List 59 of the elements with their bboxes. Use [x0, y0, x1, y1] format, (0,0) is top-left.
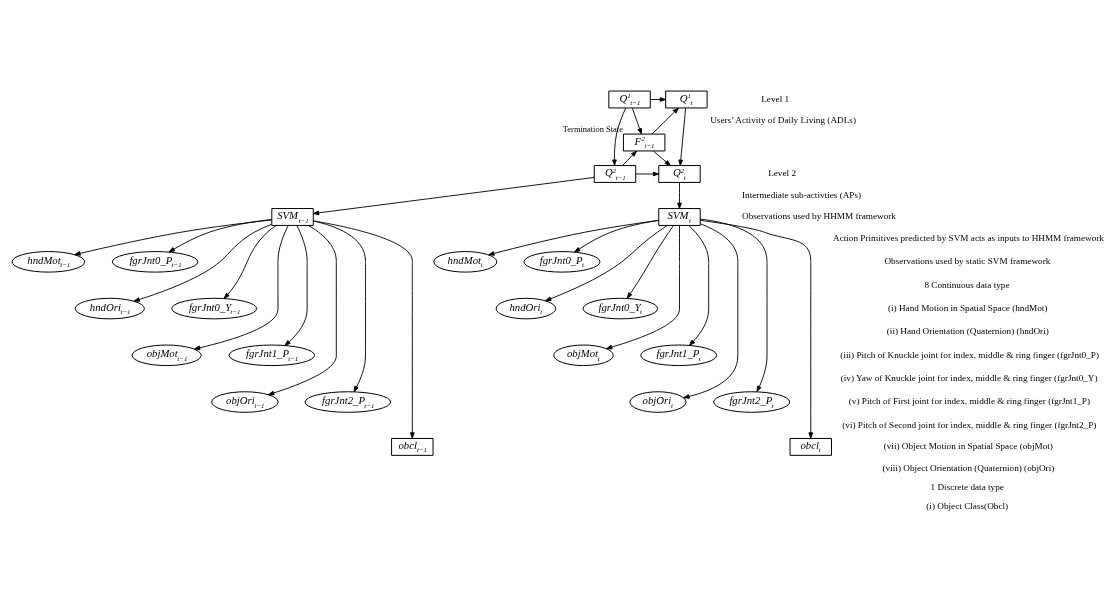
label: (iv) Yaw of Knuckle joint for index, middle & ring finger (fgrJnt0_Y): [840, 373, 1098, 384]
label: Action Primitives predicted by SVM acts as inputs to HHMM framework: [833, 232, 1104, 243]
label: (i) Hand Motion in Spatial Space (hndMot): [887, 302, 1048, 313]
node-ellipse: fgrJnt0_Y$_{t}$: [582, 297, 659, 320]
label: Users’ Activity of Daily Living (ADLs): [710, 115, 856, 126]
arrow: [268, 225, 337, 396]
label: (vi) Pitch of Second joint for index, middle & ring finger (fgrJnt2_P): [842, 419, 1097, 430]
arrow: [699, 218, 768, 392]
node-label: Termination State: [562, 123, 623, 134]
arrow: [622, 150, 637, 166]
node-box: obcl$_{t}$: [789, 437, 832, 456]
node-ellipse: fgrJnt0_P$_{t}$: [523, 251, 601, 273]
node-box: SVM$_{t}$: [658, 208, 701, 226]
label: (ii) Hand Orientation (Quaternion) (hndOri): [886, 326, 1049, 337]
arrow: [699, 219, 814, 439]
node-box: obcl$_{t−1}$: [391, 437, 434, 456]
node-ellipse: fgrJnt0_P$_{t−1}$: [111, 251, 199, 273]
node-ellipse: fgrJnt0_Y$_{t−1}$: [171, 297, 258, 320]
arrow: [284, 225, 308, 346]
label: Observations used by static SVM framework: [884, 256, 1051, 267]
arrow: [606, 225, 680, 350]
arrow: [312, 220, 415, 439]
node-ellipse: fgrJnt1_P$_{t}$: [640, 344, 718, 367]
label: (i) Object Class(Obcl): [926, 501, 1009, 512]
arrow: [193, 225, 289, 351]
node-ellipse: fgrJnt2_P$_{t}$: [713, 391, 791, 413]
arrow: [650, 97, 667, 102]
label: Level 1: [761, 93, 790, 104]
label: Intermediate sub-activties (APs): [742, 189, 862, 200]
arrow: [635, 171, 660, 177]
node-ellipse: objOri$_{t}$: [629, 391, 687, 413]
arrow: [488, 219, 660, 256]
label: (viii) Object Orientation (Quaternion) (objOri): [882, 462, 1055, 473]
arrow: [574, 219, 660, 253]
arrow: [545, 224, 668, 302]
label: 8 Continuous data type: [924, 279, 1010, 290]
arrow: [631, 107, 642, 135]
arrow: [651, 107, 679, 135]
arrow: [677, 182, 682, 209]
arrow: [626, 225, 674, 299]
label: (iii) Pitch of Knuckle joint for index, middle & ring finger (fgrJnt0_P): [840, 349, 1099, 360]
arrow: [678, 107, 687, 166]
label: Level 2: [768, 168, 797, 179]
arrow: [223, 224, 277, 299]
label: (vii) Object Motion in Spatial Space (objMot): [883, 441, 1053, 452]
arrow: [653, 150, 671, 166]
arrow: [612, 107, 627, 166]
node-box: SVM$_{t−1}$: [271, 208, 314, 226]
label: 1 Discrete data type: [930, 481, 1004, 492]
node-ellipse: fgrJnt1_P$_{t−1}$: [228, 344, 316, 367]
arrow: [74, 219, 273, 256]
arrow: [133, 223, 273, 302]
arrow: [683, 223, 739, 399]
label: (v) Pitch of First joint for index, middle & ring finger (fgrJnt1_P): [848, 396, 1091, 407]
arrow: [168, 219, 273, 253]
node-ellipse: fgrJnt2_P$_{t−1}$: [304, 391, 392, 413]
arrow: [688, 225, 710, 346]
label: Observations used by HHMM framework: [742, 211, 896, 222]
arrow: [312, 177, 595, 216]
